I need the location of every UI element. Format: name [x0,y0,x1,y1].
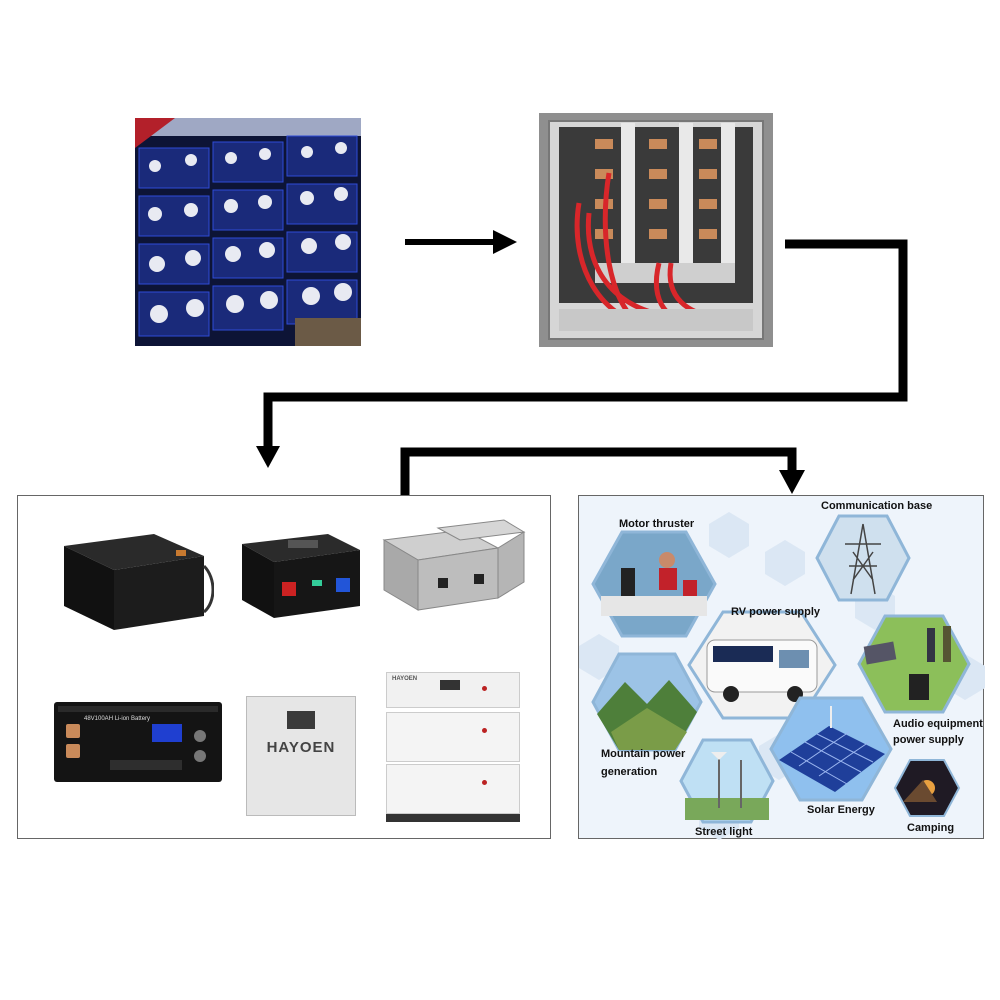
wall-battery-screen [287,711,315,729]
label-street-light: Street light [695,826,753,838]
camping-image [893,759,961,817]
rack-battery-label: 48V100AH Li-ion Battery [84,716,151,722]
label-rv-power-supply: RV power supply [731,606,821,618]
motor-thruster-image [591,530,717,638]
street-light-image [679,738,775,824]
audio-equipment-image [857,614,971,714]
label-solar-energy: Solar Energy [807,804,875,816]
label-audio-equipment: Audio equipment [893,718,983,730]
battery-pack-assembly-photo [539,113,773,347]
label-mountain-power: Mountain power [601,748,686,760]
label-power-supply: power supply [893,734,964,746]
silver-batteries [382,519,526,611]
communication-base-image [815,514,911,602]
applications-panel: Motor thruster Communication base RV pow… [578,495,985,840]
label-generation: generation [601,766,658,778]
products-panel: 48V100AH Li-ion Battery HAYOEN HAYOEN [17,495,551,839]
label-communication-base: Communication base [821,500,933,512]
mountain-power-image [591,652,703,752]
battery-cells-photo [135,118,361,346]
black-box-battery [242,534,360,618]
rv-power-supply-image [687,610,837,720]
solar-energy-image [769,696,893,802]
brand-logo: HAYOEN [266,739,336,756]
wall-battery: HAYOEN [246,696,356,816]
label-camping: Camping [907,822,955,834]
rack-battery: 48V100AH Li-ion Battery [54,702,222,782]
black-case-battery [64,534,214,630]
cabinet-brand: HAYOEN [392,676,418,682]
label-motor-thruster: Motor thruster [619,518,695,530]
stacked-cabinet: HAYOEN [386,672,520,824]
lcd-screen [152,724,182,742]
